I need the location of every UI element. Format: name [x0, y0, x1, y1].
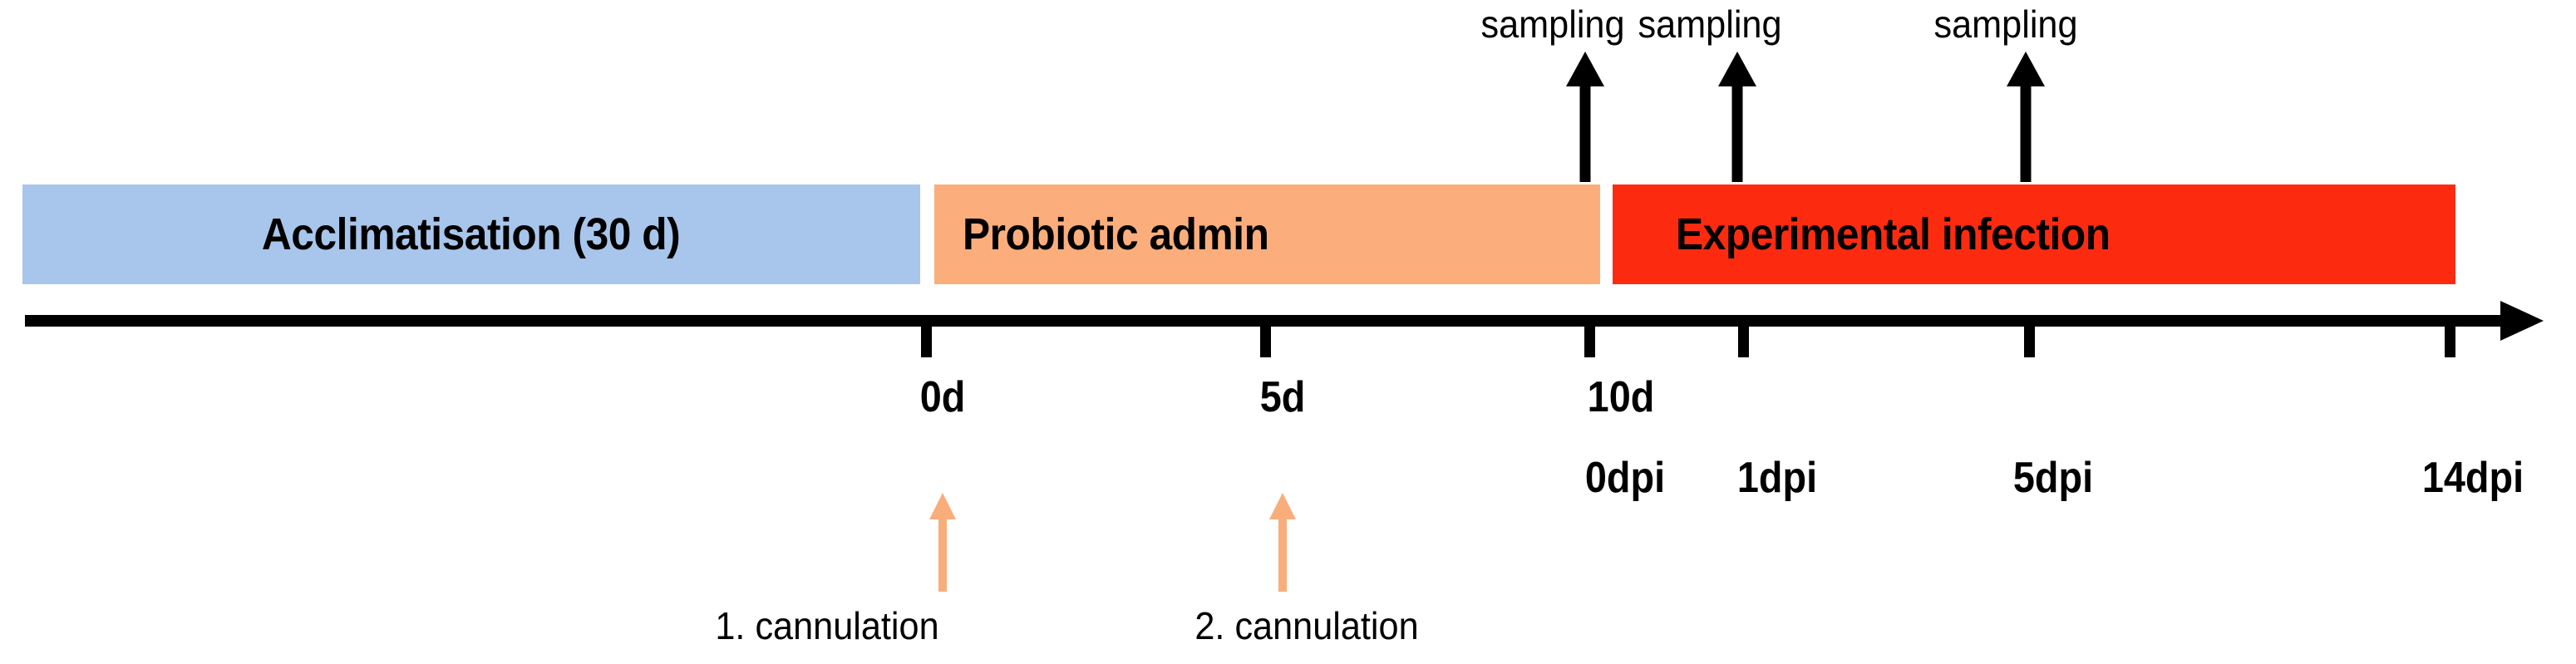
tick-5dpi: [2024, 324, 2035, 357]
sampling-label: sampling: [1933, 2, 2078, 46]
sampling-label: sampling: [1638, 2, 1782, 46]
day-label-10d: 10d: [1587, 373, 1655, 421]
dpi-label-0dpi: 0dpi: [1584, 454, 1666, 502]
phase-bar-probiotic: Probiotic admin: [934, 184, 1600, 284]
phase-label-infection: Experimental infection: [1676, 209, 2111, 259]
cannulation-label: 1. cannulation: [715, 604, 939, 647]
sampling-label: sampling: [1480, 2, 1625, 46]
timeline-axis-line: [25, 315, 2506, 327]
day-label-0d: 0d: [919, 373, 966, 421]
tick-0d: [921, 324, 932, 357]
phase-label-acclimatisation: Acclimatisation (30 d): [262, 209, 681, 259]
sampling-arrow-head-icon: [1566, 52, 1604, 86]
tick-1dpi: [1738, 324, 1749, 357]
phase-bar-infection: Experimental infection: [1613, 184, 2455, 284]
cannulation-arrow-up-icon: [938, 515, 947, 592]
tick-14dpi: [2445, 324, 2455, 357]
sampling-arrow-head-icon: [2007, 52, 2045, 86]
tick-10d: [1584, 324, 1595, 357]
cannulation-arrow-head-icon: [1269, 493, 1296, 519]
day-label-5d: 5d: [1259, 373, 1306, 421]
dpi-label-1dpi: 1dpi: [1736, 454, 1818, 502]
sampling-arrow-up-icon: [1579, 81, 1591, 182]
tick-5d: [1260, 324, 1271, 357]
phase-bar-acclimatisation: Acclimatisation (30 d): [22, 184, 920, 284]
dpi-label-14dpi: 14dpi: [2421, 454, 2524, 502]
sampling-arrow-head-icon: [1718, 52, 1756, 86]
cannulation-label: 2. cannulation: [1194, 604, 1419, 647]
dpi-label-5dpi: 5dpi: [2012, 454, 2094, 502]
sampling-arrow-up-icon: [1731, 81, 1743, 182]
timeline-axis-arrow-icon: [2500, 301, 2544, 341]
sampling-arrow-up-icon: [2020, 81, 2032, 182]
cannulation-arrow-up-icon: [1278, 515, 1287, 592]
cannulation-arrow-head-icon: [929, 493, 956, 519]
phase-label-probiotic: Probiotic admin: [963, 209, 1269, 259]
